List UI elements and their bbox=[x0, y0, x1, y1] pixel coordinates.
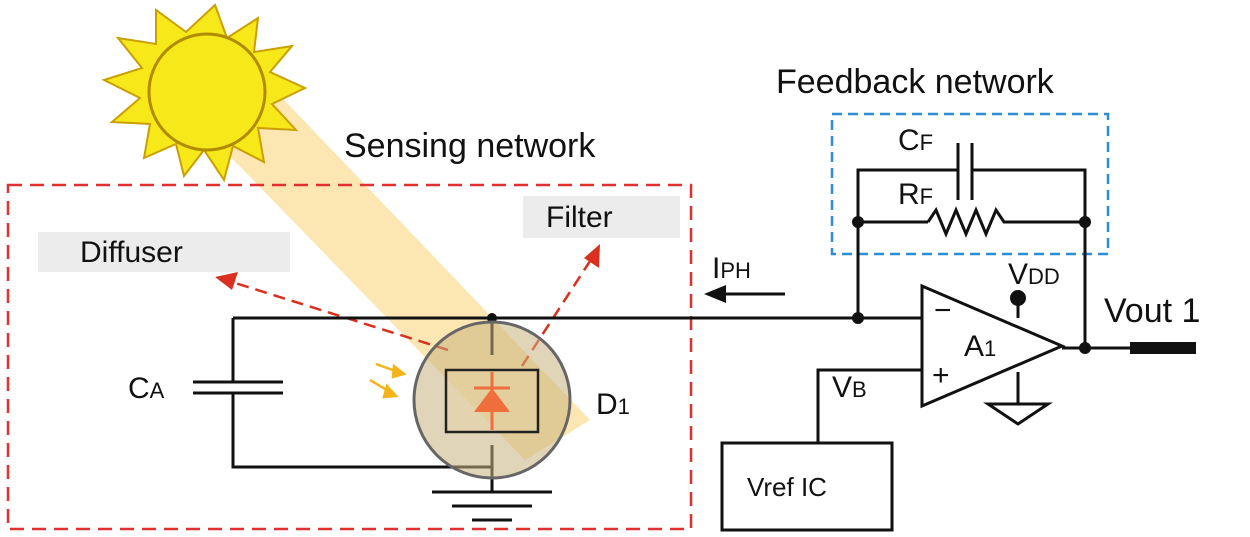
op-amp-minus: − bbox=[934, 294, 952, 327]
diode-icon bbox=[474, 372, 510, 430]
resistor-icon bbox=[926, 206, 1010, 238]
feedback-network-box bbox=[830, 112, 1110, 256]
vref-ic-label: Vref IC bbox=[747, 472, 827, 502]
junction-dot bbox=[852, 312, 864, 324]
d1-label: D1 bbox=[596, 388, 630, 421]
filter-label: Filter bbox=[546, 201, 613, 234]
vdd-terminal bbox=[1010, 290, 1026, 306]
capacitor-icon bbox=[193, 380, 283, 395]
diffuser-arrow bbox=[215, 272, 449, 352]
filter-label-box bbox=[523, 196, 680, 238]
op-amp-plus: + bbox=[932, 359, 950, 392]
junction-dot bbox=[1079, 216, 1091, 228]
iph-label: IPH bbox=[712, 252, 751, 285]
feedback-right-wire bbox=[972, 168, 1087, 348]
junction-dot bbox=[852, 216, 864, 228]
cf-label: CF bbox=[898, 124, 933, 157]
ca-bottom-wire bbox=[231, 393, 492, 469]
diffuser-label: Diffuser bbox=[80, 236, 183, 269]
junction-dot bbox=[1079, 342, 1091, 354]
diffuser-label-box bbox=[38, 232, 290, 272]
sensing-network-label: Sensing network bbox=[344, 127, 596, 165]
a1-label: A1 bbox=[964, 330, 996, 363]
vref-ic-box bbox=[720, 441, 894, 532]
sun-icon bbox=[101, 3, 308, 183]
output-terminal bbox=[1130, 342, 1196, 354]
vb-label: VB bbox=[832, 371, 867, 404]
ground-icon bbox=[983, 402, 1053, 426]
light-ray-arrows bbox=[369, 362, 407, 399]
ca-label: CA bbox=[128, 372, 165, 405]
vdd-label: VDD bbox=[1008, 258, 1060, 291]
ground-icon bbox=[432, 490, 552, 522]
iph-arrow bbox=[704, 285, 785, 303]
feedback-network-label: Feedback network bbox=[776, 63, 1055, 101]
rf-label: RF bbox=[898, 178, 933, 211]
capacitor-icon bbox=[956, 143, 974, 200]
photodiode bbox=[412, 320, 572, 480]
op-amp-icon bbox=[920, 283, 1066, 409]
feedback-left-wire bbox=[856, 168, 958, 318]
junction-dot bbox=[487, 313, 497, 323]
vb-wire bbox=[816, 368, 922, 443]
sensing-network-box bbox=[6, 183, 693, 531]
vout-label: Vout 1 bbox=[1104, 292, 1200, 330]
